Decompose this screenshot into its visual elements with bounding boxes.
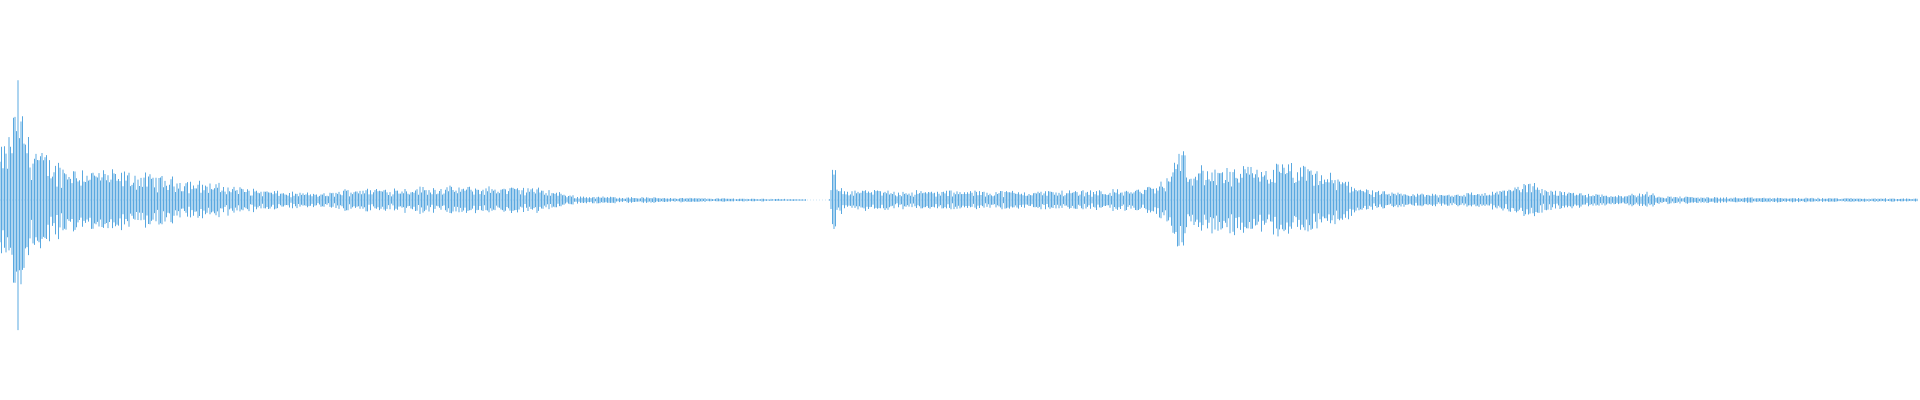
waveform-bars: [0, 80, 1918, 331]
waveform-path: [0, 80, 1918, 331]
